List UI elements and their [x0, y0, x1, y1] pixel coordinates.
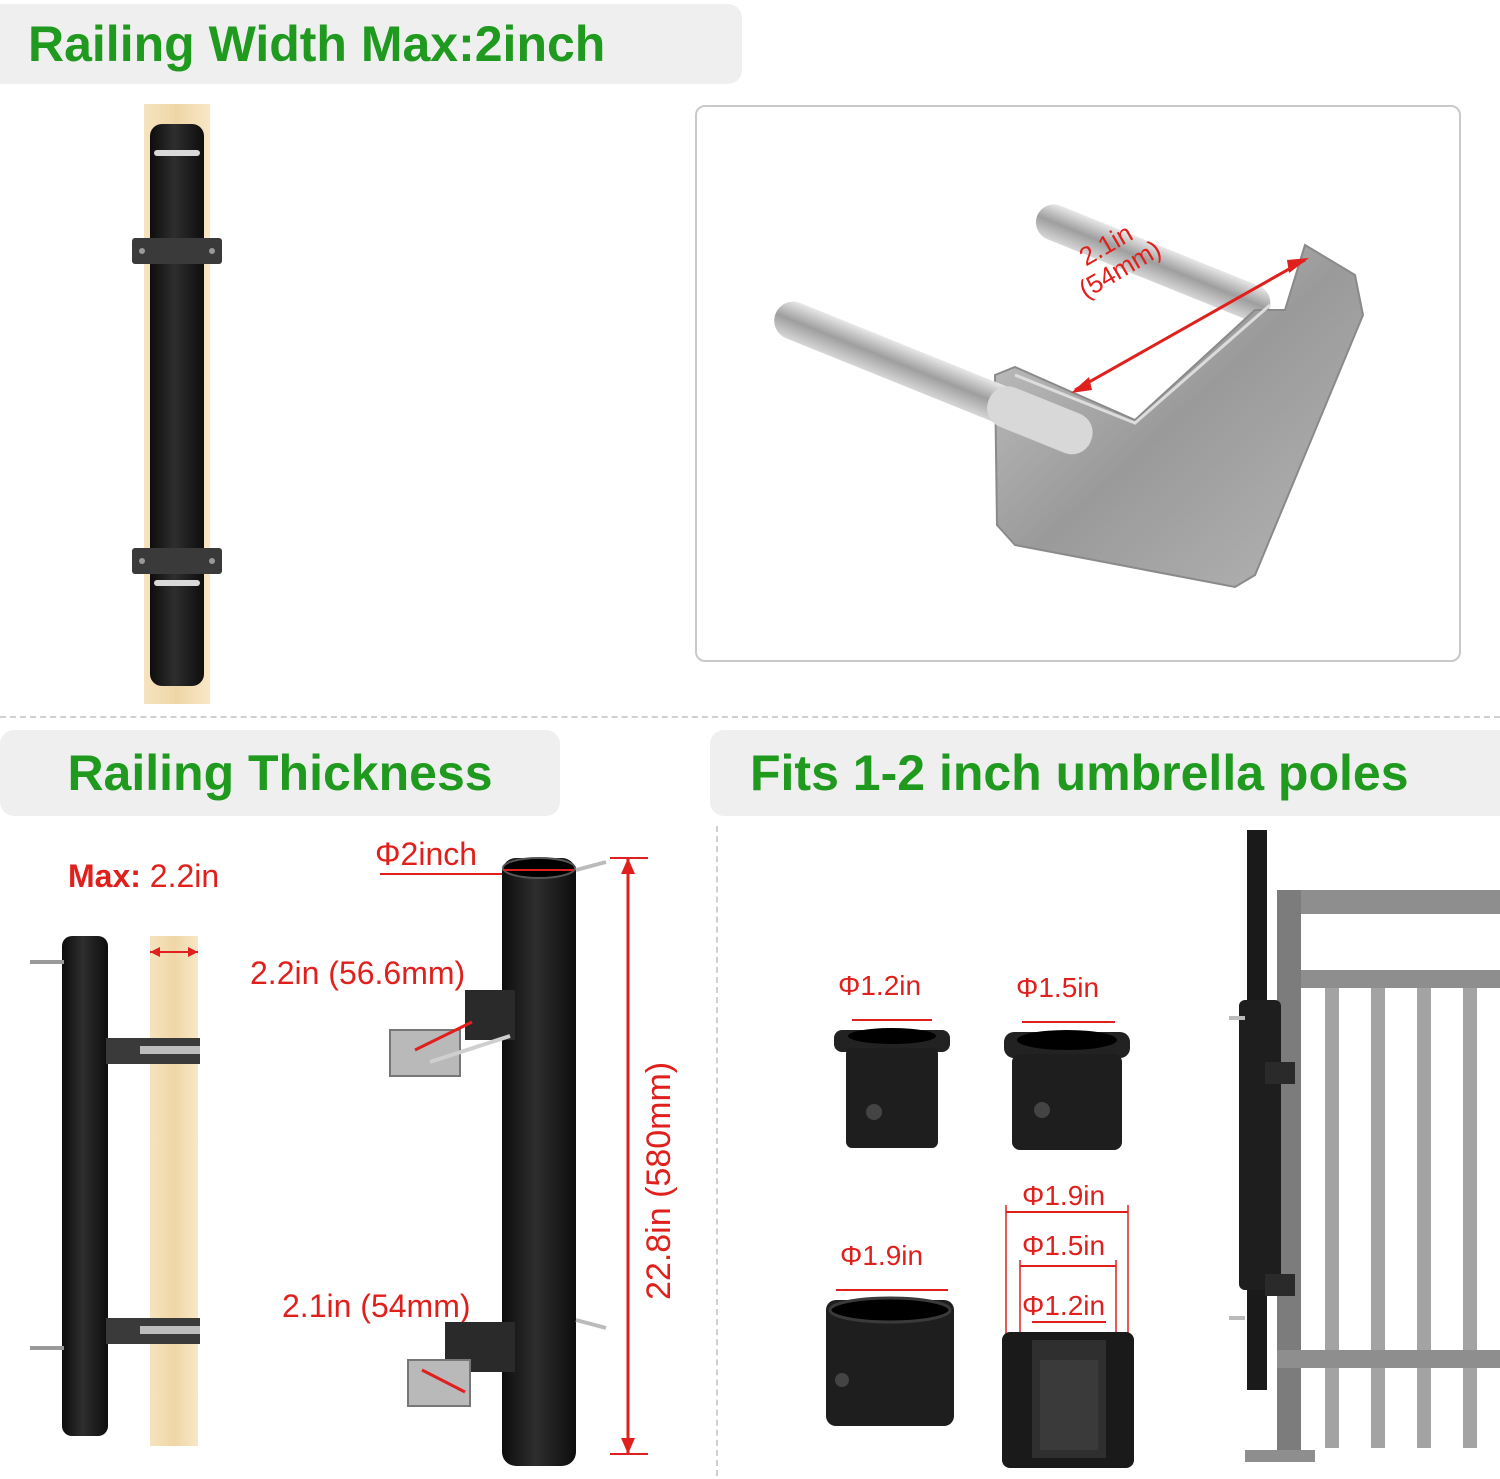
adapter-1-2in [834, 1019, 950, 1148]
vertical-divider [716, 826, 718, 1476]
railing-thickness-title: Railing Thickness [67, 745, 493, 801]
bracket-bottom [132, 548, 222, 574]
u-bracket [993, 243, 1365, 589]
max-thickness-label: Max: 2.2in [68, 858, 219, 895]
front-bolt [774, 301, 1093, 455]
railing-width-title: Railing Width Max:2inch [28, 16, 606, 72]
adapter-1-9in [826, 1289, 954, 1426]
adapter-3-label: Φ1.9in [840, 1240, 924, 1271]
u-clip-illustration [774, 204, 1365, 589]
railing-thickness-banner: Railing Thickness [0, 730, 560, 816]
bracket-top [132, 238, 222, 264]
fits-poles-title: Fits 1-2 inch umbrella poles [750, 745, 1409, 801]
railing-installation-illustration [1229, 830, 1500, 1462]
adapter-1-label: Φ1.2in [838, 970, 922, 1001]
side-mount-illustration [30, 936, 200, 1446]
railing-width-banner: Railing Width Max:2inch [0, 4, 742, 84]
bottom-u-clip [407, 1359, 471, 1407]
adapter-stack-cutaway [1002, 1205, 1134, 1468]
mounted-holder [1239, 1000, 1281, 1290]
wood-railing-side [150, 936, 198, 1446]
diameter-label: Φ2inch [375, 836, 478, 872]
holder-pole [150, 124, 204, 686]
bottom-clip-label: 2.1in (54mm) [282, 1288, 471, 1324]
top-u-clip [389, 1029, 461, 1077]
stack-mid-label: Φ1.5in [1022, 1230, 1106, 1261]
horizontal-divider [0, 716, 1500, 718]
adapters-illustration [826, 1019, 1134, 1468]
holder-tube [502, 858, 576, 1466]
front-mount-illustration [132, 104, 222, 704]
holder-dimension-illustration [380, 857, 648, 1466]
max-value: 2.2in [140, 858, 220, 894]
top-clip-label: 2.2in (56.6mm) [250, 955, 466, 991]
holder-pole-side [62, 936, 108, 1436]
back-bolt [1035, 204, 1271, 321]
adapter-2-label: Φ1.5in [1016, 972, 1100, 1003]
max-prefix: Max: [68, 858, 141, 894]
adapter-1-5in [1004, 1021, 1130, 1150]
fits-poles-banner: Fits 1-2 inch umbrella poles [710, 730, 1500, 816]
stack-inner-label: Φ1.2in [1022, 1290, 1106, 1321]
stack-outer-label: Φ1.9in [1022, 1180, 1106, 1211]
